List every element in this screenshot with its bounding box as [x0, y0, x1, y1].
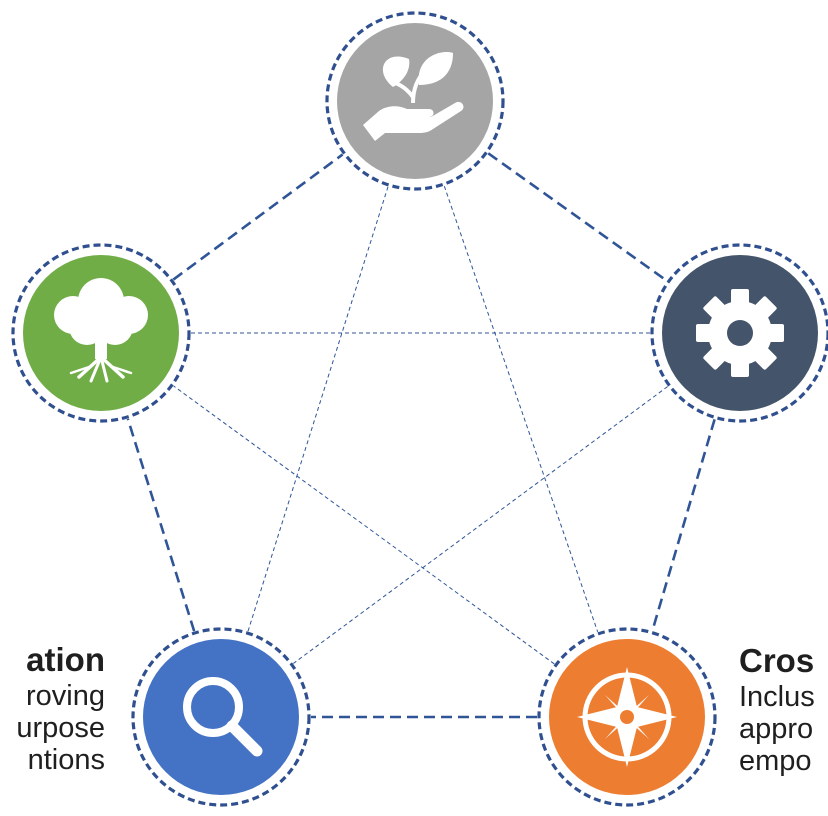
magnifier-icon: [183, 677, 263, 757]
caption-left: ation roving urpose ntions: [16, 640, 105, 776]
tree-icon: [54, 278, 148, 383]
edge-right-bottom-right: [651, 418, 716, 632]
caption-right-line-1: Inclus: [739, 681, 815, 713]
caption-right-line-2: appro: [739, 713, 814, 745]
caption-left-line-2: urpose: [16, 712, 105, 744]
edge-top-right: [487, 152, 668, 282]
node-right: [650, 243, 828, 423]
caption-right: Cros Inclus appro empo: [739, 641, 815, 777]
caption-right-title: Cros: [739, 642, 815, 679]
node-bottom-right: [537, 627, 717, 807]
node-left: [11, 243, 191, 423]
hand-plant-icon: [363, 52, 464, 141]
compass-icon: [577, 667, 677, 767]
connector-lines: [126, 152, 716, 719]
caption-right-line-3: empo: [739, 745, 812, 777]
caption-left-line-3: ntions: [27, 744, 105, 776]
caption-left-title: ation: [26, 641, 105, 678]
caption-left-line-1: roving: [26, 680, 105, 712]
edge-bottom-left-left: [126, 418, 196, 632]
node-fill: [143, 639, 299, 795]
diagonal-top-bottom-right: [443, 185, 599, 633]
diagonal-bottom-left-top: [247, 186, 389, 632]
node-top: [325, 11, 505, 191]
edge-left-top: [172, 153, 344, 281]
gear-icon: [696, 289, 784, 377]
node-bottom-left: [131, 627, 311, 807]
diagram-nodes: [11, 11, 828, 807]
diagonal-right-bottom-left: [293, 386, 668, 664]
diagonal-bottom-right-left: [173, 385, 555, 665]
